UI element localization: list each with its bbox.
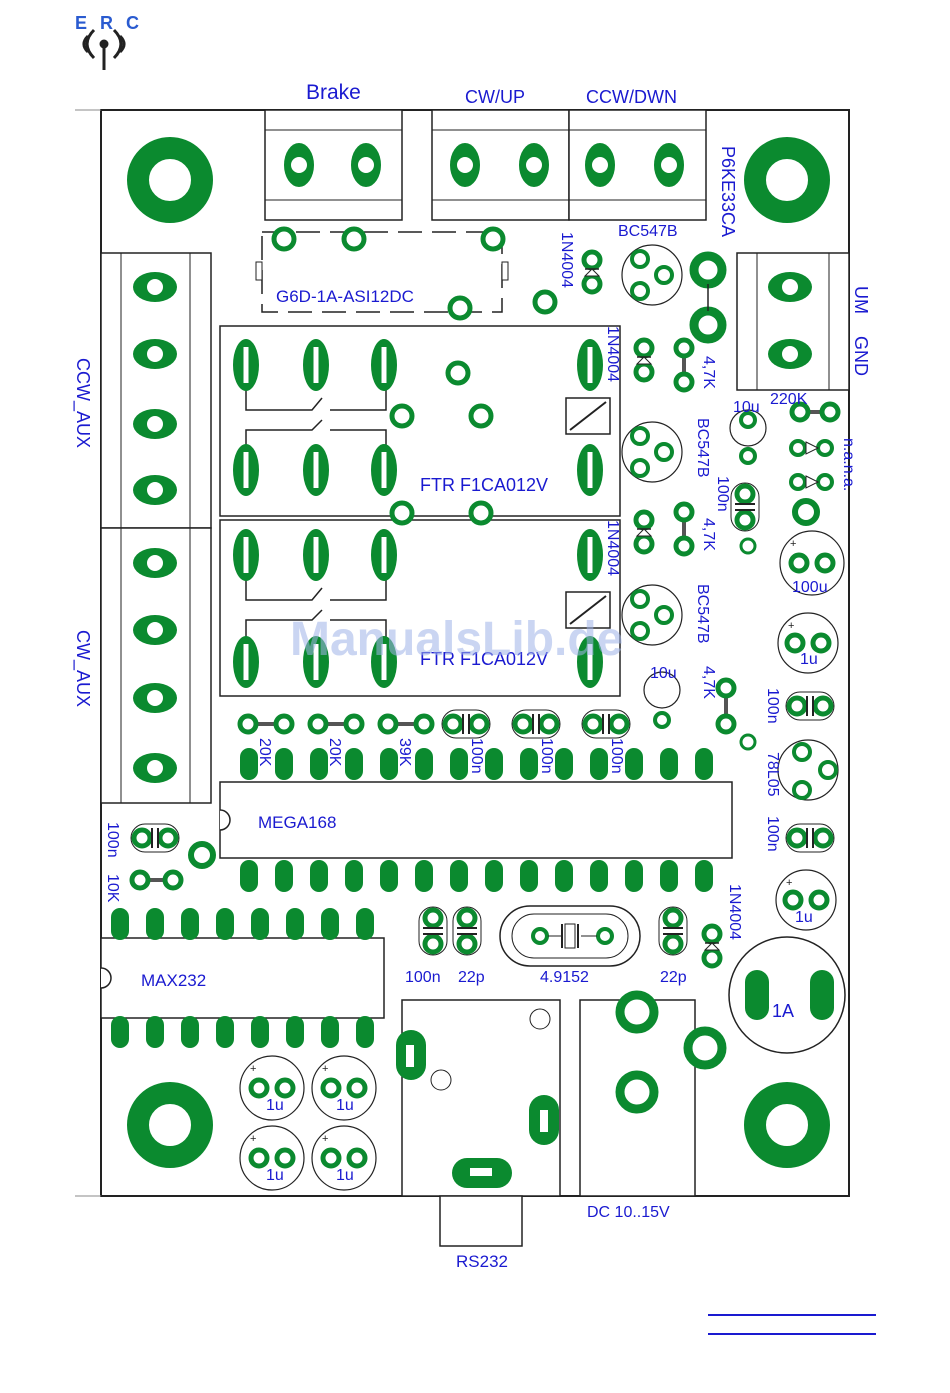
label-cap-22p-1: 22p: [458, 969, 485, 986]
label-transistor-2: BC547B: [694, 584, 711, 644]
label-nana: n.a.n.a.: [840, 438, 857, 492]
svg-text:+: +: [788, 620, 794, 632]
label-cw-aux: CW_AUX: [73, 630, 93, 708]
mega168-pins: [240, 748, 713, 892]
terminal-blocks-left: [100, 252, 212, 804]
label-cap-1u-b: 1u: [336, 1097, 354, 1114]
label-cap-100u: 100u: [792, 579, 828, 596]
ic-mega168: [219, 781, 733, 859]
label-cap-100n-1: 100n: [714, 476, 731, 512]
label-transistor-top: BC547B: [618, 223, 678, 240]
electrolytic-capacitors: + + + + + + +: [239, 409, 845, 1191]
logo-letters: E R C: [75, 13, 144, 33]
label-cap-100n-2: 100n: [764, 688, 781, 724]
ceramic-capacitors: [130, 482, 835, 956]
label-transistor-1: BC547B: [694, 418, 711, 478]
label-ccw-dwn: CCW/DWN: [586, 87, 677, 107]
label-cap-100n-6: 100n: [608, 738, 625, 774]
label-res-20k-2: 20K: [326, 738, 343, 767]
label-res-39k: 39K: [396, 738, 413, 767]
label-cap-22p-2: 22p: [660, 969, 687, 986]
label-diode-r2: 1N4004: [604, 520, 621, 577]
label-res-47k-2: 4,7K: [700, 518, 717, 551]
label-cap-10u-2: 10u: [650, 665, 677, 682]
label-gnd: GND: [851, 336, 871, 376]
svg-text:+: +: [790, 538, 796, 550]
label-cap-100n-5: 100n: [538, 738, 555, 774]
label-max232: MAX232: [141, 971, 207, 990]
label-tvs: P6KE33CA: [718, 146, 738, 238]
label-res-10k: 10K: [104, 874, 121, 903]
footer-link-1[interactable]: [708, 1314, 876, 1316]
terminal-block-right: [736, 252, 850, 391]
label-res-220k: 220K: [770, 391, 808, 408]
svg-text:+: +: [322, 1063, 328, 1075]
svg-text:+: +: [250, 1063, 256, 1075]
relay-ftr-1: [219, 325, 621, 517]
label-cap-100n-8: 100n: [405, 969, 441, 986]
label-cap-10u-1: 10u: [733, 399, 760, 416]
label-res-20k-1: 20K: [256, 738, 273, 767]
fuse: [728, 936, 846, 1054]
watermark: ManualsLib.de: [290, 613, 624, 666]
label-diode-bottom: 1N4004: [726, 884, 743, 941]
label-dc: DC 10..15V: [587, 1204, 670, 1221]
crystal: [499, 905, 641, 967]
label-ccw-aux: CCW_AUX: [73, 358, 93, 449]
label-res-47k-3: 4,7K: [700, 666, 717, 699]
label-reg: 78L05: [764, 752, 781, 797]
label-cap-1u-r2: 1u: [795, 909, 813, 926]
mounting-holes: [127, 137, 830, 1168]
label-relay-1: FTR F1CA012V: [420, 475, 549, 495]
label-um: UM: [851, 286, 871, 314]
label-cap-1u-r1: 1u: [800, 651, 818, 668]
label-crystal: 4.9152: [540, 969, 589, 986]
label-cap-1u-a: 1u: [266, 1097, 284, 1114]
dc-jack: [579, 990, 727, 1197]
label-cap-100n-4: 100n: [468, 738, 485, 774]
ic-max232: [100, 937, 385, 1019]
terminal-screws-left: [133, 272, 177, 783]
svg-text:+: +: [786, 877, 792, 889]
transistors: [621, 244, 839, 801]
relay-pads: [233, 226, 603, 688]
label-cap-1u-c: 1u: [266, 1167, 284, 1184]
label-cap-100n-7: 100n: [104, 822, 121, 858]
misc-pads: [129, 249, 841, 969]
antenna-icon: [82, 28, 126, 70]
footer-link-2[interactable]: [708, 1333, 876, 1335]
label-cap-1u-d: 1u: [336, 1167, 354, 1184]
max232-pins: [111, 908, 374, 1048]
label-relay-main: G6D-1A-ASI12DC: [276, 287, 414, 306]
label-res-47k-1: 4,7K: [700, 356, 717, 389]
label-mcu: MEGA168: [258, 813, 337, 832]
label-brake: Brake: [306, 81, 361, 104]
label-diode-r1: 1N4004: [604, 326, 621, 383]
label-fuse: 1A: [772, 1001, 795, 1021]
rs232-connector: [396, 999, 561, 1247]
svg-text:+: +: [250, 1133, 256, 1145]
terminal-blocks-top: [264, 109, 707, 221]
svg-text:+: +: [322, 1133, 328, 1145]
label-cap-100n-3: 100n: [764, 816, 781, 852]
label-rs232: RS232: [456, 1252, 508, 1271]
label-relay-2: FTR F1CA012V: [420, 649, 549, 669]
label-cw-up: CW/UP: [465, 87, 525, 107]
label-diode-top: 1N4004: [558, 232, 575, 289]
relay-ftr-2: [219, 519, 621, 697]
